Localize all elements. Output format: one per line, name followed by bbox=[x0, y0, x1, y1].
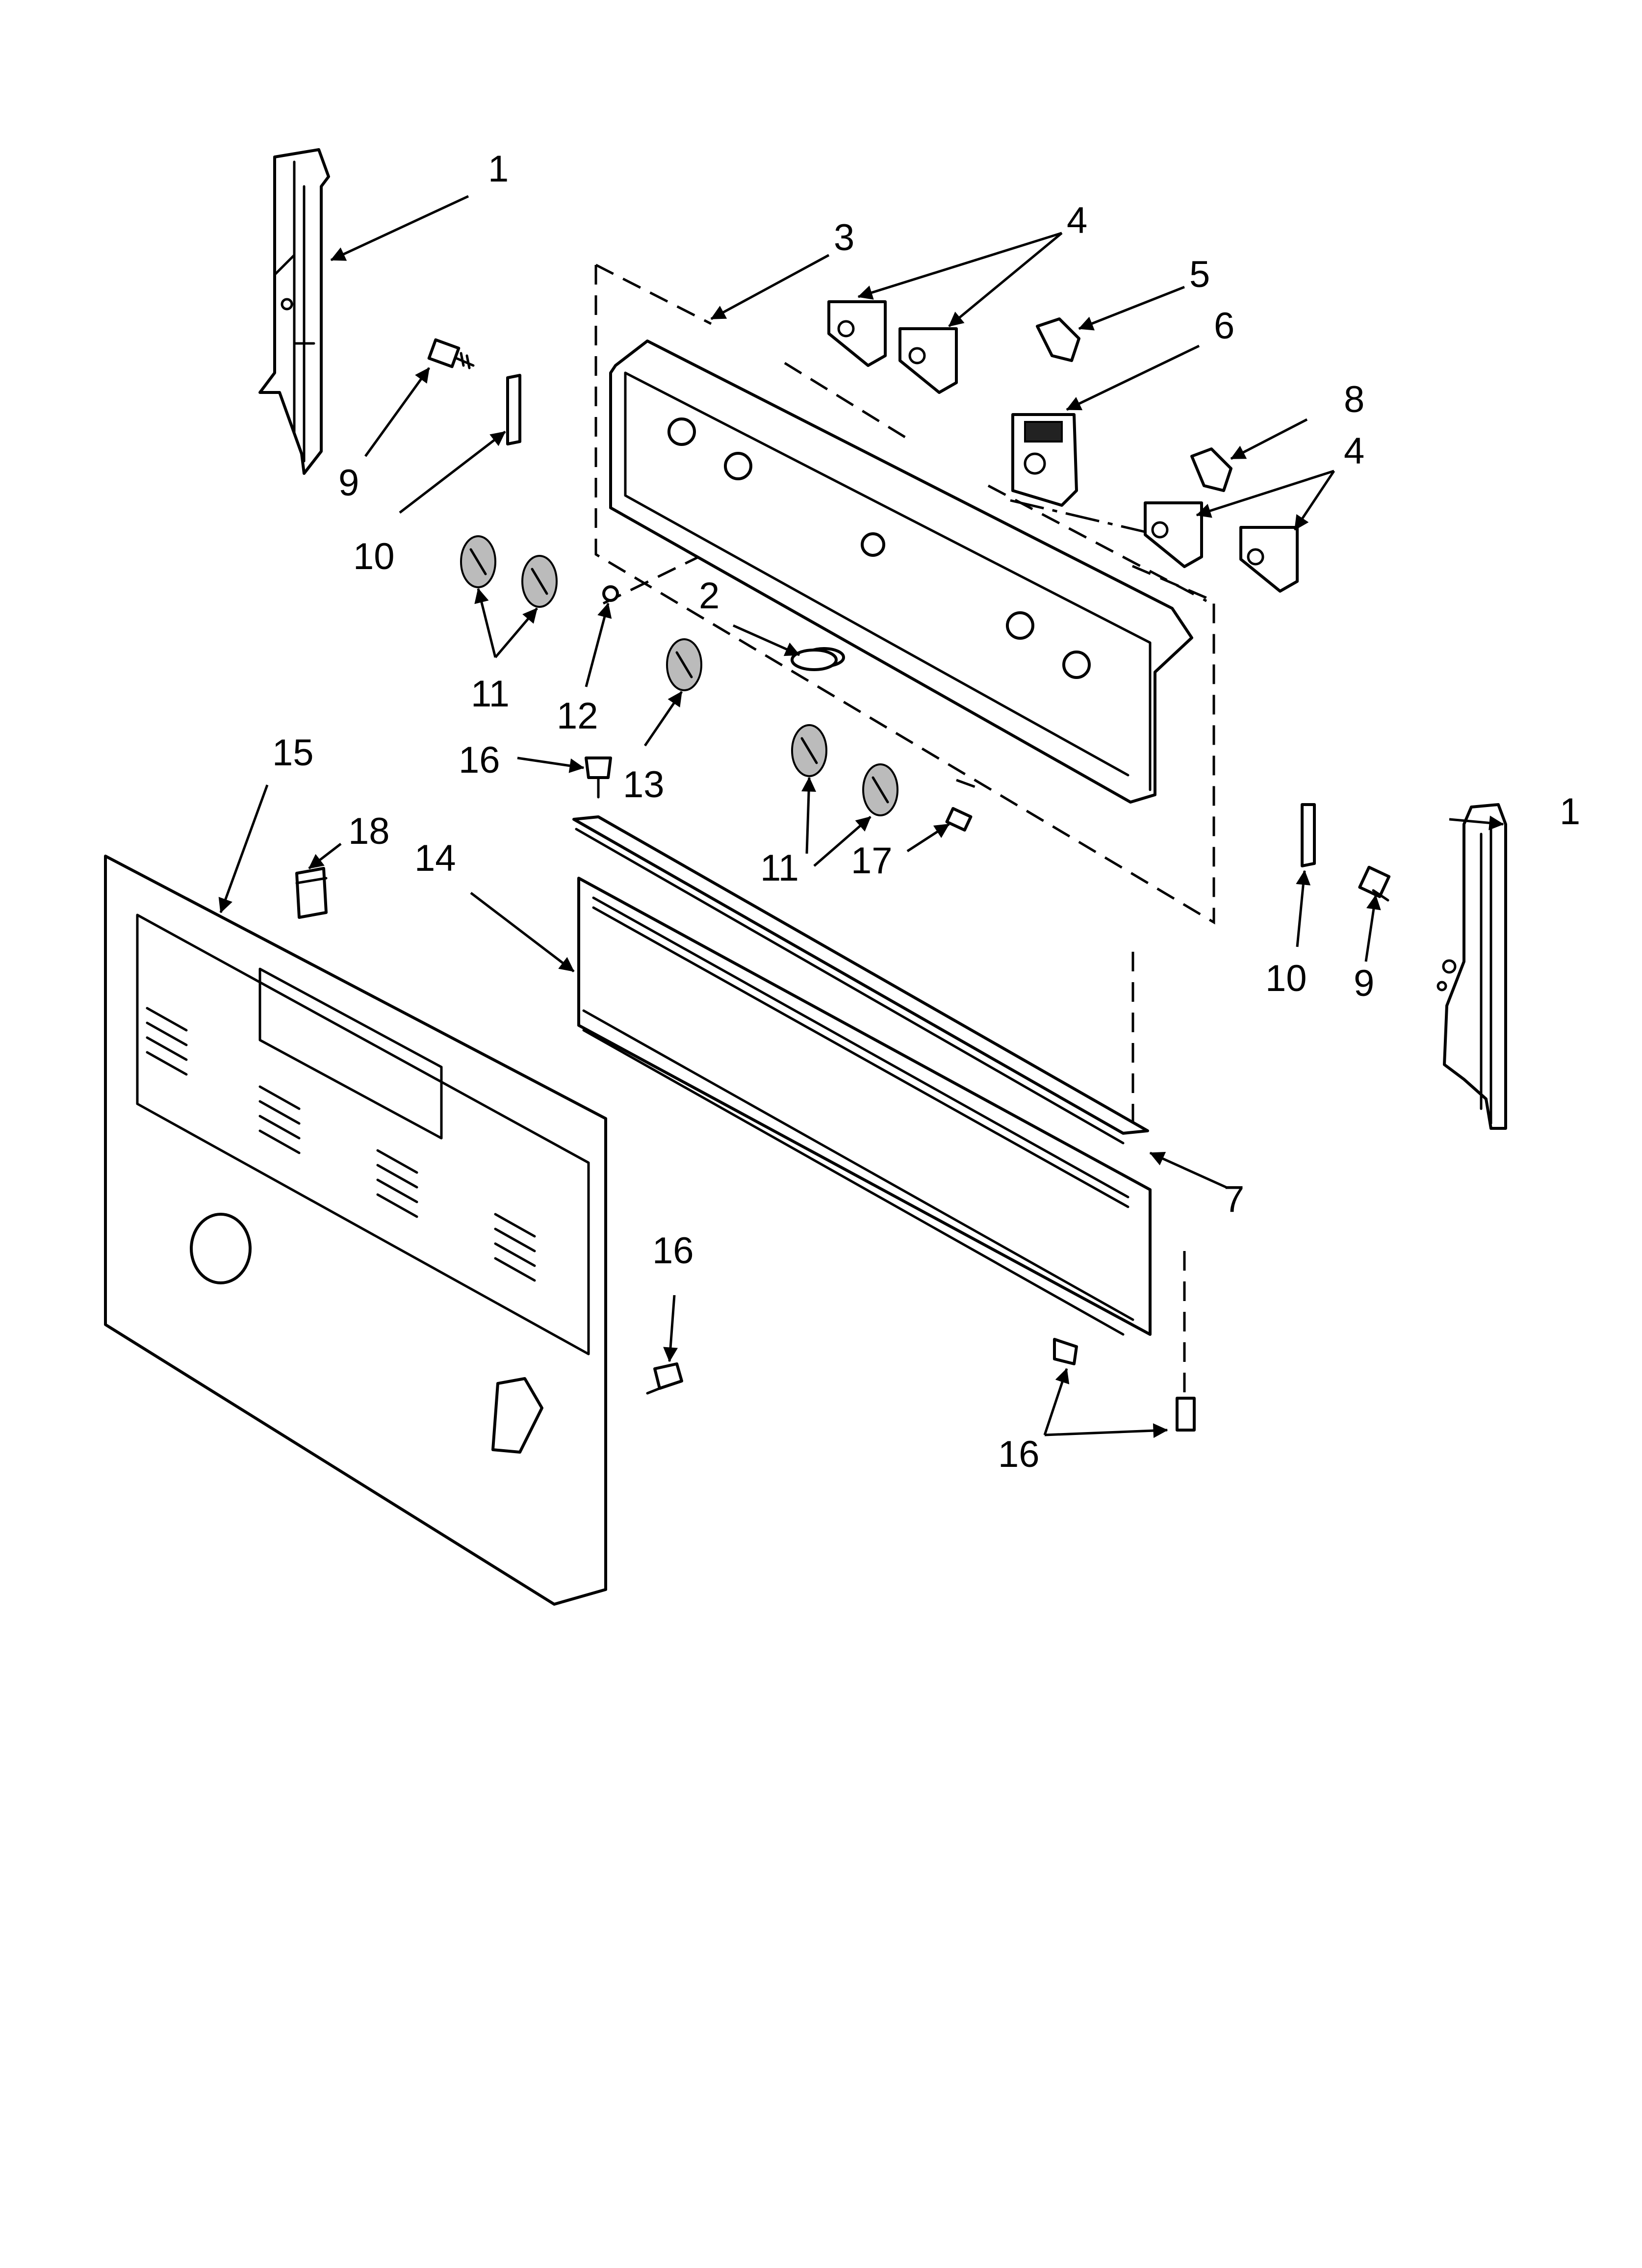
side-bracket-left bbox=[258, 148, 330, 475]
callout-17: 17 bbox=[851, 840, 893, 882]
callout-1-right: 1 bbox=[1560, 791, 1580, 833]
knob-11-a bbox=[460, 535, 496, 588]
screw-16-trim bbox=[1053, 1338, 1078, 1365]
callout-16-panel: 16 bbox=[652, 1230, 694, 1272]
knob-11-b bbox=[521, 555, 558, 608]
infinite-switch-1 bbox=[827, 300, 887, 367]
callout-labels: 1 1 2 3 4 4 5 6 7 8 9 9 10 10 11 11 12 1… bbox=[272, 148, 1580, 1475]
callout-2: 2 bbox=[699, 575, 719, 617]
callout-10-left: 10 bbox=[353, 536, 395, 577]
rear-panel-14 bbox=[577, 877, 1152, 1336]
selector-switch-6 bbox=[1011, 413, 1078, 507]
callout-16-top: 16 bbox=[459, 739, 500, 781]
screw-17 bbox=[945, 807, 973, 832]
back-panel-15 bbox=[104, 855, 607, 1606]
knob-11-d bbox=[862, 763, 898, 816]
infinite-switch-2 bbox=[898, 327, 958, 394]
callout-1-left: 1 bbox=[488, 148, 509, 190]
screw-9-right bbox=[1358, 865, 1391, 902]
callout-3: 3 bbox=[834, 217, 854, 259]
knob-11-c bbox=[791, 724, 827, 777]
infinite-switch-4 bbox=[1239, 526, 1299, 593]
knob-insert-12 bbox=[602, 585, 619, 602]
indicator-light-8 bbox=[1190, 447, 1232, 492]
trim-7 bbox=[572, 815, 1149, 1145]
screw-16-top bbox=[585, 756, 612, 799]
clip-18 bbox=[295, 867, 328, 919]
clip-10-left bbox=[506, 374, 521, 445]
callout-12: 12 bbox=[557, 695, 598, 737]
screw-16-bottom bbox=[1176, 1397, 1196, 1432]
callout-14: 14 bbox=[414, 837, 456, 879]
badge-2 bbox=[791, 649, 838, 671]
callout-4-top: 4 bbox=[1067, 200, 1087, 241]
callout-4-right: 4 bbox=[1344, 430, 1364, 472]
callout-15: 15 bbox=[272, 732, 314, 774]
control-panel bbox=[609, 339, 1193, 804]
clip-10-right bbox=[1301, 803, 1316, 867]
assembly-guide-lines bbox=[594, 263, 1215, 1408]
callout-11-right: 11 bbox=[760, 847, 799, 889]
callout-8: 8 bbox=[1344, 379, 1364, 420]
callout-10-right: 10 bbox=[1265, 958, 1307, 999]
callout-7: 7 bbox=[1224, 1178, 1244, 1220]
screw-9-left bbox=[427, 338, 475, 369]
callout-5: 5 bbox=[1189, 254, 1210, 295]
callout-9-right: 9 bbox=[1354, 963, 1374, 1004]
callout-9-left: 9 bbox=[338, 462, 359, 504]
callout-18: 18 bbox=[348, 810, 390, 852]
indicator-light-5 bbox=[1036, 317, 1080, 362]
callout-16-bottom: 16 bbox=[998, 1434, 1040, 1475]
knob-13 bbox=[666, 638, 702, 691]
callout-13: 13 bbox=[623, 764, 665, 806]
screw-16-panel bbox=[646, 1362, 683, 1395]
infinite-switch-3 bbox=[1144, 501, 1203, 568]
side-bracket-right bbox=[1437, 803, 1507, 1130]
callout-6: 6 bbox=[1214, 305, 1234, 347]
leader-lines bbox=[218, 195, 1504, 1438]
callout-11-left: 11 bbox=[471, 673, 510, 715]
